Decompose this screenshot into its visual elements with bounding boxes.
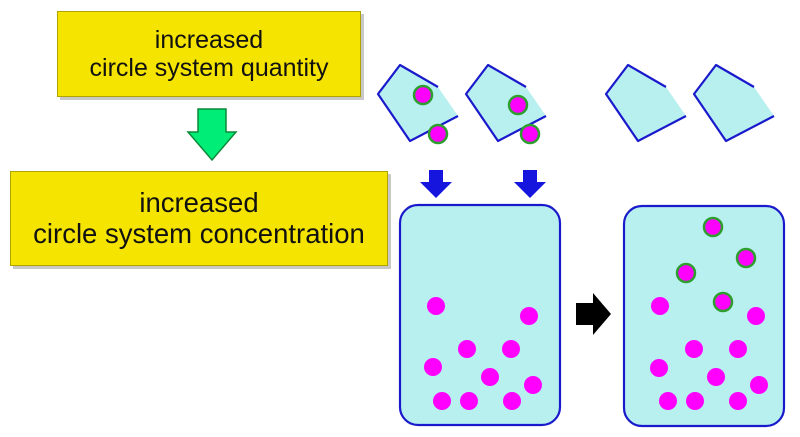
added-particle xyxy=(735,247,757,269)
particle xyxy=(707,368,725,386)
particle xyxy=(433,392,451,410)
added-particle xyxy=(519,123,541,145)
particle xyxy=(685,340,703,358)
particle xyxy=(729,340,747,358)
down-arrow-icon xyxy=(186,108,238,162)
added-particle xyxy=(507,94,529,116)
quantity-label-line2: circle system quantity xyxy=(89,54,329,82)
particle xyxy=(458,340,476,358)
particles-after xyxy=(650,216,768,410)
increased-concentration-label: increased circle system concentration xyxy=(10,171,388,266)
added-particle xyxy=(675,262,697,284)
particle xyxy=(424,358,442,376)
particles-before xyxy=(424,297,542,410)
particle xyxy=(686,392,704,410)
increased-quantity-label: increased circle system quantity xyxy=(57,11,361,97)
particle xyxy=(650,359,668,377)
added-particle xyxy=(412,84,434,106)
concentration-label-line1: increased xyxy=(139,186,259,218)
added-particle xyxy=(427,123,449,145)
particle xyxy=(427,297,445,315)
particle xyxy=(659,392,677,410)
quantity-label-line1: increased xyxy=(154,26,264,54)
pouring-cup-left-empty xyxy=(604,63,687,143)
pouring-cup-right-empty xyxy=(692,63,775,143)
particle xyxy=(503,392,521,410)
added-particle xyxy=(712,291,734,313)
pour-arrow-icon xyxy=(514,170,546,198)
particle xyxy=(481,368,499,386)
particle xyxy=(520,307,538,325)
particle xyxy=(524,376,542,394)
pour-arrow-icon xyxy=(420,170,452,198)
particle xyxy=(729,392,747,410)
particle xyxy=(502,340,520,358)
concentration-label-line2: circle system concentration xyxy=(33,217,365,249)
pouring-cup-right-full xyxy=(464,63,547,143)
particle xyxy=(651,297,669,315)
particle xyxy=(460,392,478,410)
added-particle xyxy=(702,216,724,238)
particle xyxy=(750,376,768,394)
particle xyxy=(747,307,765,325)
process-arrow-icon xyxy=(576,293,611,335)
